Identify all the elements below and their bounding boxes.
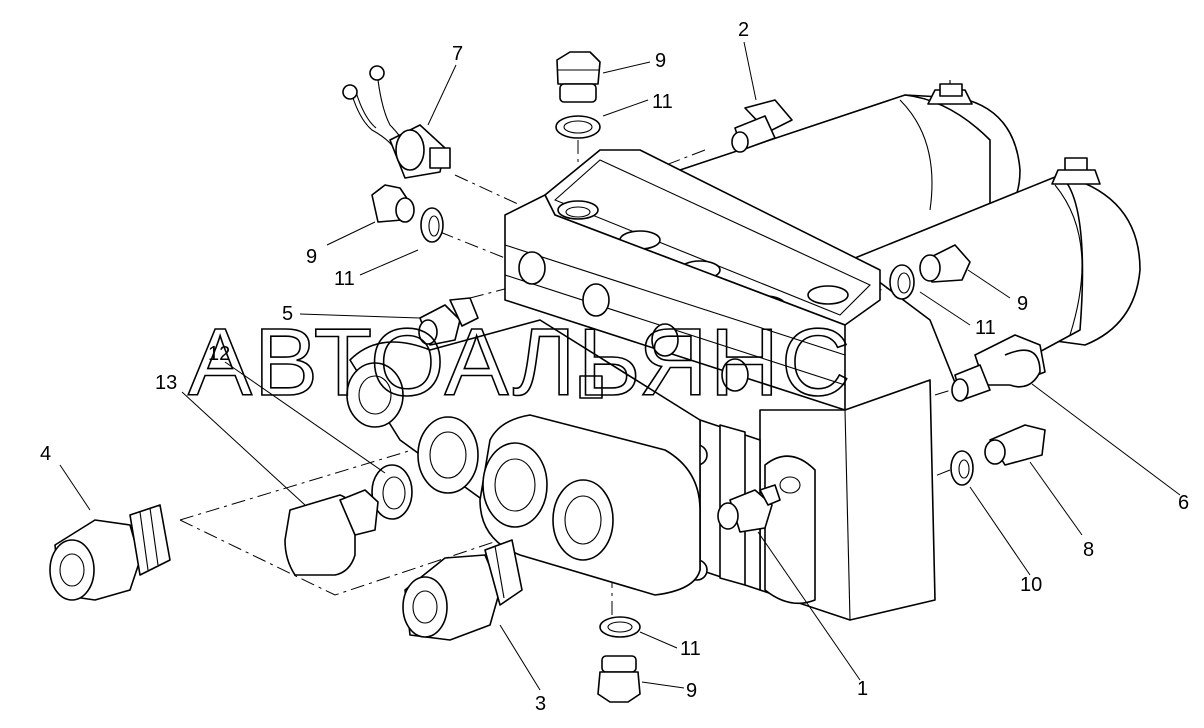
part-7-temperature-sensor [342,65,451,179]
callout-3: 3 [535,693,546,715]
callout-9-left: 9 [306,246,317,268]
callout-4: 4 [40,443,51,465]
callout-7: 7 [452,43,463,65]
part-9-bottom-plug [597,655,641,703]
watermark-text: АВТОАЛЬЯНС [188,309,852,416]
leader-lines [59,41,1181,691]
part-6-pressure-sensor [951,334,1046,402]
hydraulic-cylinders [679,80,1141,396]
callout-10: 10 [1020,574,1042,596]
part-11-top-ring [555,115,601,139]
part-9-top-plug [556,51,601,103]
callout-11-right: 11 [975,317,996,339]
callout-9-top: 9 [655,50,666,72]
part-8-switch [984,424,1046,466]
part-12-seal-ring [371,464,413,520]
part-4-adapter [49,504,171,601]
callout-9-bottom: 9 [686,680,697,702]
part-9-right-plug [919,244,971,283]
callout-11-bottom: 11 [680,638,701,660]
part-10-washer [950,450,974,486]
callout-9-right: 9 [1017,293,1028,315]
callout-2: 2 [738,19,749,41]
callout-12: 12 [208,343,230,365]
part-11-left-ring [420,207,444,243]
callout-11-left: 11 [334,268,355,290]
valve-block [346,149,936,621]
part-1-fitting [717,484,781,533]
callout-8: 8 [1083,539,1094,561]
callout-5: 5 [282,303,293,325]
callout-13: 13 [155,372,177,394]
part-11-right-ring [889,264,915,300]
callout-labels: 7 9 11 2 9 11 5 12 13 4 9 11 6 8 10 1 3 … [40,19,1189,715]
part-13-cap-nut [284,489,379,576]
callout-6: 6 [1178,492,1189,514]
part-2-fitting [731,99,793,153]
callout-11-top: 11 [652,91,673,113]
part-5-fitting [418,297,479,346]
part-3-adapter [402,539,523,641]
part-11-bottom-ring [599,616,641,638]
callout-1: 1 [857,678,868,700]
part-9-left-plug [371,184,415,223]
